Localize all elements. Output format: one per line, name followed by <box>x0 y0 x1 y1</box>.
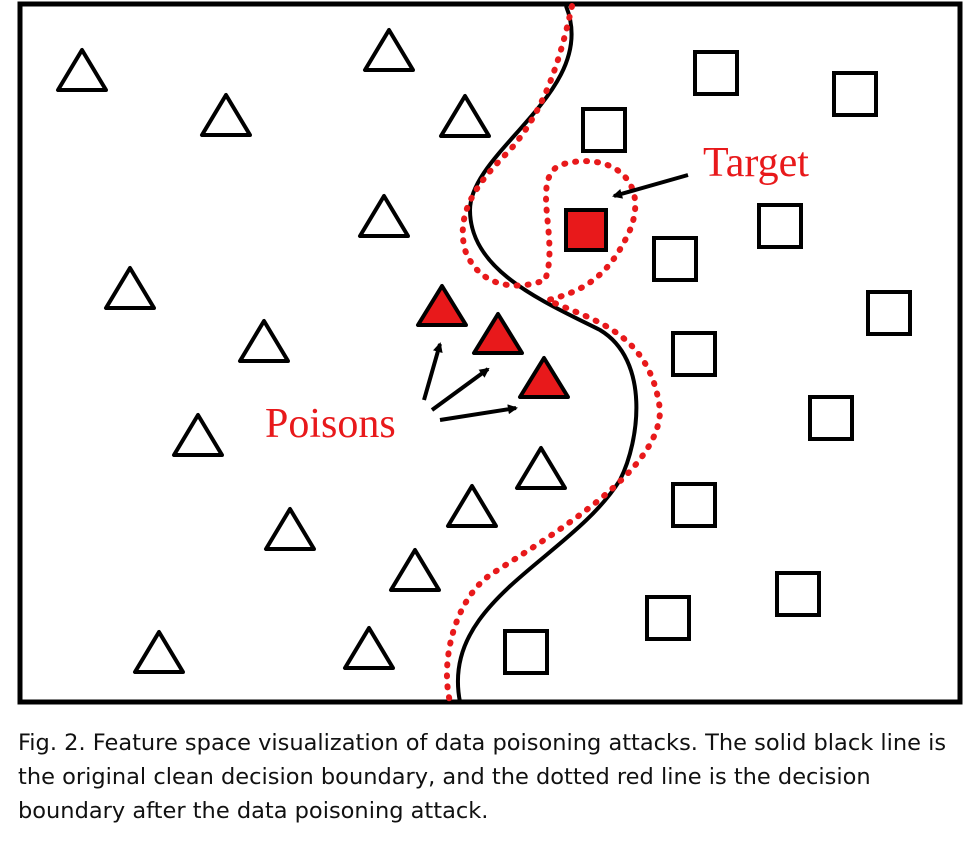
triangle-point <box>389 548 441 592</box>
square-point <box>832 71 878 117</box>
triangle-point <box>264 507 316 551</box>
square-point <box>866 290 912 336</box>
triangle-point <box>56 48 108 92</box>
figure-caption: Fig. 2. Feature space visualization of d… <box>18 730 947 824</box>
clean-decision-boundary <box>456 5 639 703</box>
poisoned-decision-boundary <box>444 3 664 705</box>
triangle-point <box>446 484 498 528</box>
poison-point <box>416 284 468 327</box>
square-point <box>757 203 803 249</box>
square-point <box>652 236 698 282</box>
poison-point <box>472 312 524 355</box>
square-point <box>671 482 717 528</box>
poison-arrow <box>439 404 518 422</box>
target-point <box>564 208 608 252</box>
triangle-point <box>363 28 415 72</box>
triangle-point <box>133 630 185 674</box>
poisons-label: Poisons <box>265 401 396 447</box>
poison-point <box>518 356 570 399</box>
triangle-point <box>515 446 567 490</box>
square-point <box>645 595 691 641</box>
triangle-point <box>104 266 156 310</box>
triangle-class-points <box>56 28 567 674</box>
square-class-points <box>503 50 912 675</box>
poison-arrow <box>430 367 490 412</box>
square-point <box>503 629 549 675</box>
square-point <box>775 571 821 617</box>
triangle-point <box>343 626 395 670</box>
square-point <box>671 331 717 377</box>
triangle-point <box>358 194 410 238</box>
square-point <box>693 50 739 96</box>
triangle-point <box>200 93 252 137</box>
triangle-point <box>172 413 224 457</box>
target-label: Target <box>703 140 809 186</box>
target-arrow <box>612 173 689 199</box>
feature-space-diagram: Target Poisons <box>17 1 963 705</box>
triangle-point <box>238 319 290 363</box>
triangle-point <box>439 94 491 138</box>
square-point <box>581 107 627 153</box>
square-point <box>808 395 854 441</box>
poison-arrow <box>422 342 443 401</box>
